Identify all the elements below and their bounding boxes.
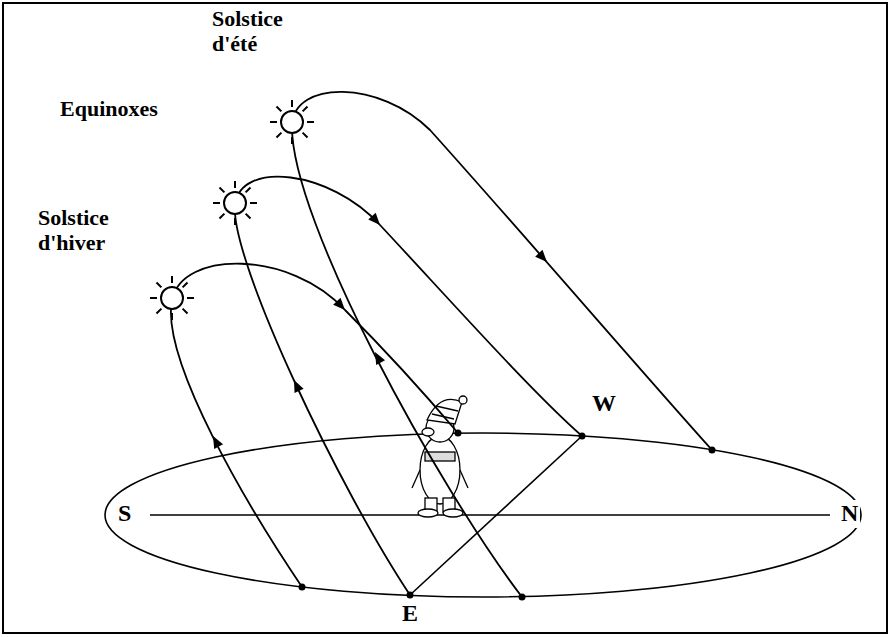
cardinal-point: N: [839, 500, 860, 528]
cardinal-point: W: [590, 390, 618, 418]
direction-arrows: [209, 213, 551, 449]
east-west-line: [410, 436, 582, 595]
observer-figure: [412, 396, 468, 517]
sun-symbols: [150, 100, 314, 320]
horizon-ellipse: [105, 433, 861, 597]
summer-sun-path: [292, 92, 712, 597]
season-label: Solstice d'hiver: [38, 205, 146, 256]
season-label: Solstice d'été: [212, 6, 332, 57]
frame: [3, 3, 887, 633]
cardinal-point: S: [116, 500, 133, 528]
south-north-line: [150, 514, 830, 516]
season-label: Equinoxes: [60, 96, 220, 121]
equinox-sun-path: [235, 177, 582, 595]
cardinal-point: E: [400, 600, 420, 628]
rise-set-points: [299, 430, 716, 601]
